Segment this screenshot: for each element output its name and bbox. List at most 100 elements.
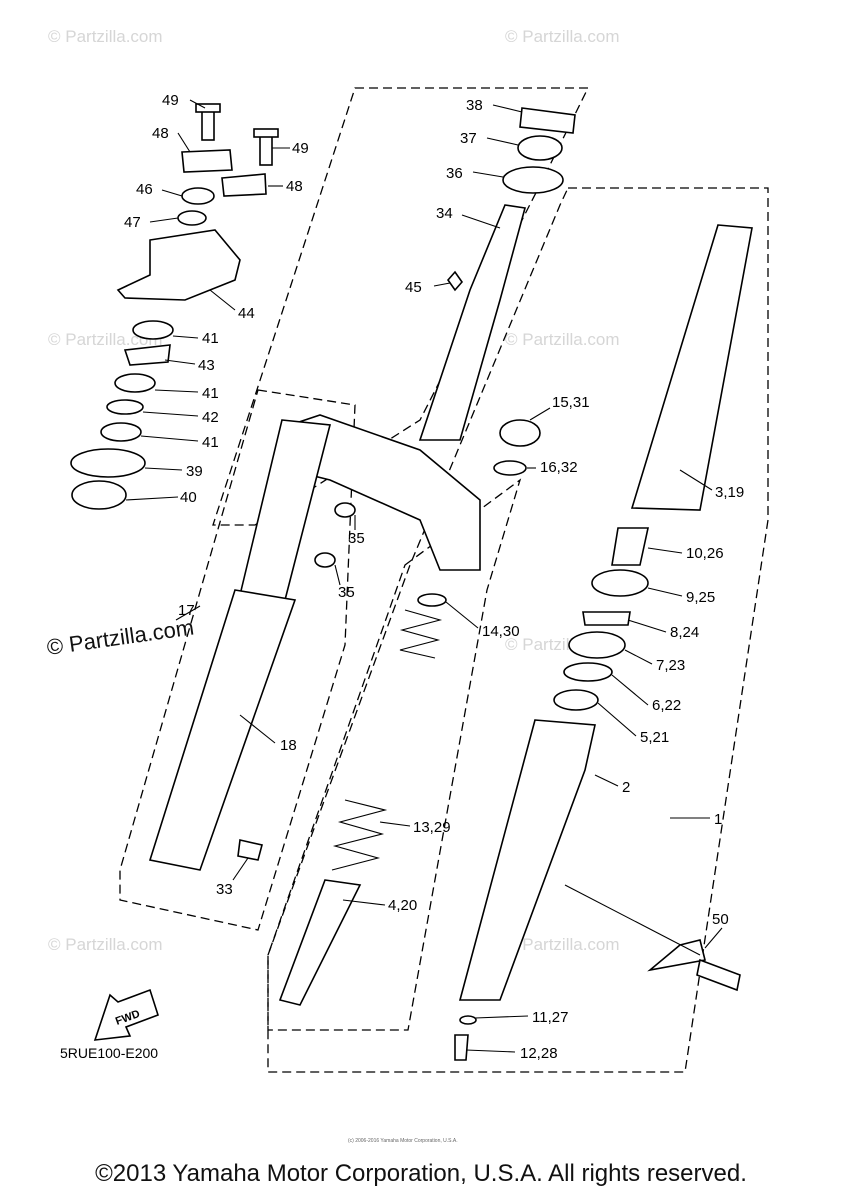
callout-41: 41: [202, 385, 219, 402]
key-45: [446, 270, 464, 292]
diagram-code: 5RUE100-E200: [60, 1045, 158, 1061]
race-36: [502, 166, 564, 194]
callout-46: 46: [136, 181, 153, 198]
watermark: © Partzilla.com: [505, 330, 620, 349]
bolt-35-b: [314, 552, 336, 568]
ring-nut-41-a: [132, 320, 174, 340]
callout-10-26: 10,26: [686, 545, 724, 562]
callout-38: 38: [466, 97, 483, 114]
washer-42: [106, 399, 144, 415]
callout-1: 1: [714, 811, 722, 828]
callout-6-22: 6,22: [652, 697, 681, 714]
callout-37: 37: [460, 130, 477, 147]
callout-35: 35: [338, 584, 355, 601]
seal-38: [519, 107, 576, 134]
callout-9-25: 9,25: [686, 589, 715, 606]
bushing-10-26: [611, 527, 649, 566]
callout-40: 40: [180, 489, 197, 506]
left-fork-outline: [119, 389, 356, 931]
bolt-35-a: [334, 502, 356, 518]
bolt-49-a: [201, 109, 215, 141]
washer-46: [181, 187, 215, 205]
left-outer-tube-18: [148, 589, 297, 871]
washer-47: [177, 210, 207, 226]
watermark: © Partzilla.com: [48, 330, 163, 349]
callout-17: 17: [178, 602, 195, 619]
inner-tube-3-19: [630, 224, 753, 511]
dashed-group-outlines: [119, 87, 769, 1073]
callout-44: 44: [238, 305, 255, 322]
holder-50: [647, 939, 706, 972]
lock-washer-43: [123, 344, 171, 366]
callout-43: 43: [198, 357, 215, 374]
washer-11-27: [459, 1015, 477, 1025]
callout-41: 41: [202, 434, 219, 451]
bolt-50: [696, 958, 741, 992]
tiny-credit: (c) 2006-2016 Yamaha Motor Corporation, …: [348, 1138, 458, 1144]
bearing-40: [71, 480, 127, 510]
right-fork-outline: [267, 187, 769, 1073]
callout-48: 48: [152, 125, 169, 142]
callout-34: 34: [436, 205, 453, 222]
fwd-arrow-shape: [93, 988, 159, 1041]
callout-7-23: 7,23: [656, 657, 685, 674]
handle-holder-assembly: [70, 103, 279, 510]
spring-upper: [399, 609, 443, 659]
callout-42: 42: [202, 409, 219, 426]
ring-nut-41-c: [100, 422, 142, 442]
steering-stem-assembly: [289, 107, 576, 571]
outer-tube-2: [458, 719, 596, 1001]
bolt-49-b-head: [253, 128, 279, 138]
fork-springs: [278, 593, 447, 1006]
callout-18: 18: [280, 737, 297, 754]
left-inner-tube: [239, 419, 332, 601]
left-fork-assembly: [148, 419, 332, 871]
callout-2: 2: [622, 779, 630, 796]
bolt-33: [237, 839, 263, 861]
callout-4-20: 4,20: [388, 897, 417, 914]
callout-47: 47: [124, 214, 141, 231]
callout-15-31: 15,31: [552, 394, 590, 411]
cover-39: [70, 448, 146, 478]
callout-49: 49: [162, 92, 179, 109]
oil-seal-9-25: [591, 569, 649, 597]
callout-45: 45: [405, 279, 422, 296]
holder-48-b: [221, 173, 267, 197]
callout-50: 50: [712, 911, 729, 928]
watermark: © Partzilla.com: [48, 27, 163, 46]
leader-lines: [125, 99, 723, 1053]
callout-8-24: 8,24: [670, 624, 699, 641]
ring-nut-37: [517, 135, 563, 161]
callout-13-29: 13,29: [413, 819, 451, 836]
callout-36: 36: [446, 165, 463, 182]
steering-stem-34: [418, 204, 527, 441]
washer-6-22: [563, 662, 613, 682]
watermark: © Partzilla.com: [48, 935, 163, 954]
washer-14-30: [417, 593, 447, 607]
watermark: © Partzilla.com: [505, 935, 620, 954]
bushing-5-21: [553, 689, 599, 711]
callout-48: 48: [286, 178, 303, 195]
callout-3-19: 3,19: [715, 484, 744, 501]
holder-48-a: [181, 149, 233, 173]
callout-16-32: 16,32: [540, 459, 578, 476]
spring-13-29: [331, 799, 388, 871]
callout-12-28: 12,28: [520, 1045, 558, 1062]
seal-7-23: [568, 631, 626, 659]
ring-nut-41-b: [114, 373, 156, 393]
bolt-49-a-head: [195, 103, 221, 113]
damper-rod-4-20: [278, 879, 362, 1006]
upper-bracket-44: [116, 229, 241, 301]
callout-41: 41: [202, 330, 219, 347]
steering-group-outline: [212, 87, 590, 526]
right-fork-assembly: [454, 224, 753, 1061]
watermark-large: © Partzilla.com: [45, 615, 195, 660]
callout-49: 49: [292, 140, 309, 157]
callout-33: 33: [216, 881, 233, 898]
callout-35: 35: [348, 530, 365, 547]
o-ring-16-32: [493, 460, 527, 476]
fwd-arrow-icon: FWD: [93, 988, 159, 1041]
callout-11-27: 11,27: [532, 1009, 568, 1026]
bolt-12-28: [454, 1034, 469, 1061]
inner-spring-outline: [267, 478, 522, 1031]
